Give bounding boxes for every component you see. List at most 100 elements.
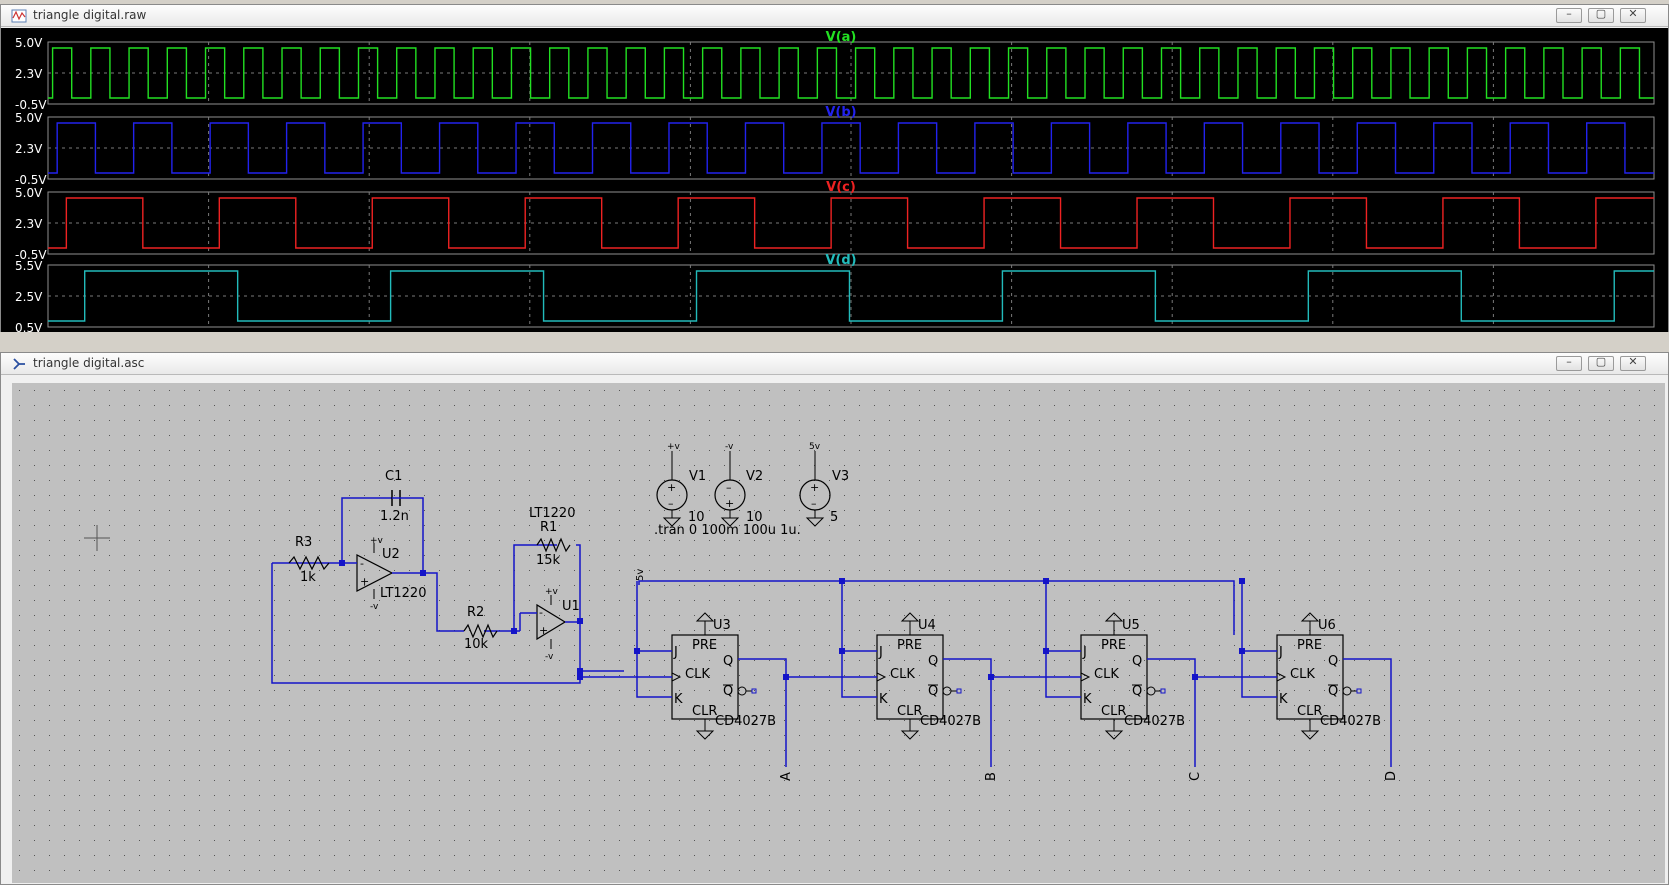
v2-value: 10 — [746, 510, 763, 525]
k-wire — [1241, 651, 1277, 698]
ff-label: Q — [723, 684, 733, 699]
pre-arrow-icon — [1104, 612, 1124, 622]
schematic-canvas[interactable]: C1 1.2n R3 1k - + +v -v U2 LT1220 LT1220… — [12, 383, 1665, 883]
trace-line-V(a) — [48, 47, 1654, 99]
ff-label: K — [1083, 692, 1092, 707]
schematic-window[interactable]: triangle digital.asc – ▢ ✕ — [0, 352, 1669, 885]
svg-text:–: – — [726, 481, 732, 494]
svg-text:-: - — [539, 606, 543, 619]
waveform-close-button[interactable]: ✕ — [1620, 7, 1646, 23]
svg-text:–: – — [811, 497, 817, 510]
ytick-label: -0.5V — [15, 173, 47, 187]
c1-ref: C1 — [385, 469, 402, 484]
clr-arrow-icon — [1104, 730, 1124, 740]
v2-ref: V2 — [746, 469, 763, 484]
k-wire — [636, 651, 672, 698]
ytick-label: -0.5V — [15, 98, 47, 112]
v3-ref: V3 — [832, 469, 849, 484]
svg-text:+: + — [810, 481, 819, 494]
ff-label: Q — [1132, 654, 1142, 669]
svg-text:-: - — [360, 557, 364, 570]
waveform-titlebar[interactable]: triangle digital.raw – ▢ ✕ — [1, 5, 1668, 27]
output-net-label-D: D — [1384, 771, 1399, 781]
r1-ref: R1 — [540, 520, 557, 535]
junction-dot — [1043, 648, 1049, 654]
voltage-source-v3[interactable]: + – — [799, 451, 831, 527]
junction-dot — [634, 648, 640, 654]
schematic-minimize-button[interactable]: – — [1556, 355, 1582, 371]
junction-dot — [1239, 578, 1245, 584]
voltage-source-v1[interactable]: + – — [656, 451, 688, 527]
waveform-window-title: triangle digital.raw — [33, 8, 147, 22]
svg-text:+v: +v — [667, 442, 681, 452]
ff-label: CD4027B — [715, 714, 776, 729]
ff-label: J — [1082, 645, 1087, 660]
schematic-titlebar[interactable]: triangle digital.asc – ▢ ✕ — [1, 353, 1668, 375]
u2-ref: U2 — [382, 547, 400, 562]
svg-text:–: – — [668, 497, 674, 510]
clr-arrow-icon — [1300, 730, 1320, 740]
svg-text:+: + — [667, 481, 676, 494]
junction-dots — [339, 560, 583, 674]
junction-dot — [1239, 648, 1245, 654]
opamp-u1[interactable] — [519, 595, 580, 649]
junction-dot — [839, 578, 845, 584]
voltage-source-v2[interactable]: – + — [714, 451, 746, 527]
r2-value: 10k — [464, 637, 489, 652]
junction-dot — [988, 674, 994, 680]
ff-label: CLR — [1101, 704, 1126, 719]
ff-label: J — [1278, 645, 1283, 660]
u2-model: LT1220 — [380, 586, 426, 601]
resistor-r3[interactable] — [288, 555, 330, 571]
ff-label: PRE — [897, 638, 922, 653]
junction-dot — [839, 648, 845, 654]
waveform-minimize-button[interactable]: – — [1556, 7, 1582, 23]
clr-arrow-icon — [900, 730, 920, 740]
svg-text:+v: +v — [545, 587, 559, 597]
ff-label: PRE — [692, 638, 717, 653]
ff-label: CLK — [890, 667, 915, 682]
junction-dot — [1043, 578, 1049, 584]
trace-line-V(c) — [48, 197, 1654, 249]
ff-label: PRE — [1101, 638, 1126, 653]
ff-label: Q — [1132, 684, 1142, 699]
ff-label: U4 — [918, 618, 936, 633]
ytick-label: 0.5V — [15, 321, 43, 332]
trace-label-V(c): V(c) — [826, 180, 856, 195]
spice-directive[interactable]: .tran 0 100m 100u 1u. — [654, 523, 801, 538]
output-net-label-C: C — [1188, 772, 1203, 781]
ff-label: U3 — [713, 618, 731, 633]
ff-label: U5 — [1122, 618, 1140, 633]
pre-arrow-icon — [1300, 612, 1320, 622]
junction-dot — [783, 674, 789, 680]
output-net-label-A: A — [779, 772, 794, 781]
ff-label: CLK — [1290, 667, 1315, 682]
schematic-maximize-button[interactable]: ▢ — [1588, 355, 1614, 371]
waveform-maximize-button[interactable]: ▢ — [1588, 7, 1614, 23]
schematic-close-button[interactable]: ✕ — [1620, 355, 1646, 371]
ytick-label: 5.0V — [15, 186, 43, 200]
waveform-plot-area[interactable]: 5.0V2.3V-0.5VV(a)5.0V2.3V-0.5VV(b)5.0V2.… — [1, 28, 1668, 332]
ff-label: K — [674, 692, 683, 707]
pre-arrow-icon — [900, 612, 920, 622]
resistor-r1[interactable] — [536, 537, 571, 553]
ff-label: CD4027B — [920, 714, 981, 729]
q-output-wire — [1147, 658, 1196, 767]
svg-text:+: + — [360, 575, 369, 588]
trace-line-V(b) — [48, 122, 1654, 174]
resistor-r2[interactable] — [463, 623, 498, 639]
pre-arrow-icon — [695, 612, 715, 622]
r3-value: 1k — [300, 570, 316, 585]
schematic-app-icon — [13, 358, 25, 370]
svg-text:-v: -v — [725, 442, 734, 452]
ff-label: CD4027B — [1320, 714, 1381, 729]
capacitor-c1[interactable] — [391, 490, 402, 506]
ff-label: CLR — [897, 704, 922, 719]
svg-text:+: + — [539, 624, 548, 637]
clk-triangle-icon — [671, 672, 682, 682]
